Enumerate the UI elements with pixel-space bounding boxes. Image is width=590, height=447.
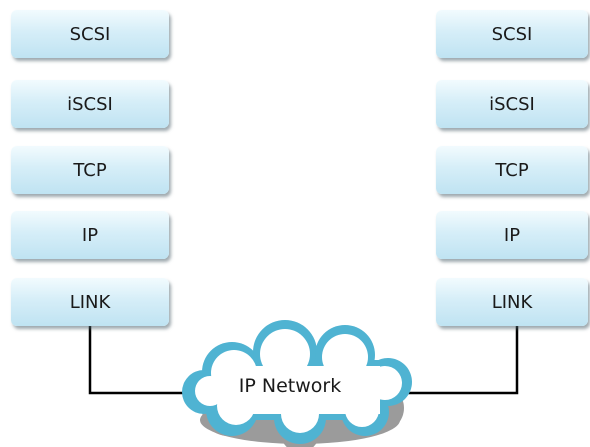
- right-link-wire: [405, 326, 519, 395]
- left-layer-link: LINK: [11, 278, 169, 326]
- right-layer-tcp: TCP: [436, 146, 588, 194]
- right-layer-ip: IP: [436, 211, 588, 259]
- left-link-wire: [88, 326, 200, 395]
- ip-network-cloud: [182, 320, 412, 444]
- left-layer-tcp: TCP: [11, 146, 169, 194]
- right-layer-link: LINK: [436, 278, 588, 326]
- left-layer-scsi: SCSI: [11, 10, 169, 58]
- right-layer-iscsi: iSCSI: [436, 80, 588, 128]
- left-layer-ip: IP: [11, 211, 169, 259]
- left-layer-iscsi: iSCSI: [11, 80, 169, 128]
- right-layer-scsi: SCSI: [436, 10, 588, 58]
